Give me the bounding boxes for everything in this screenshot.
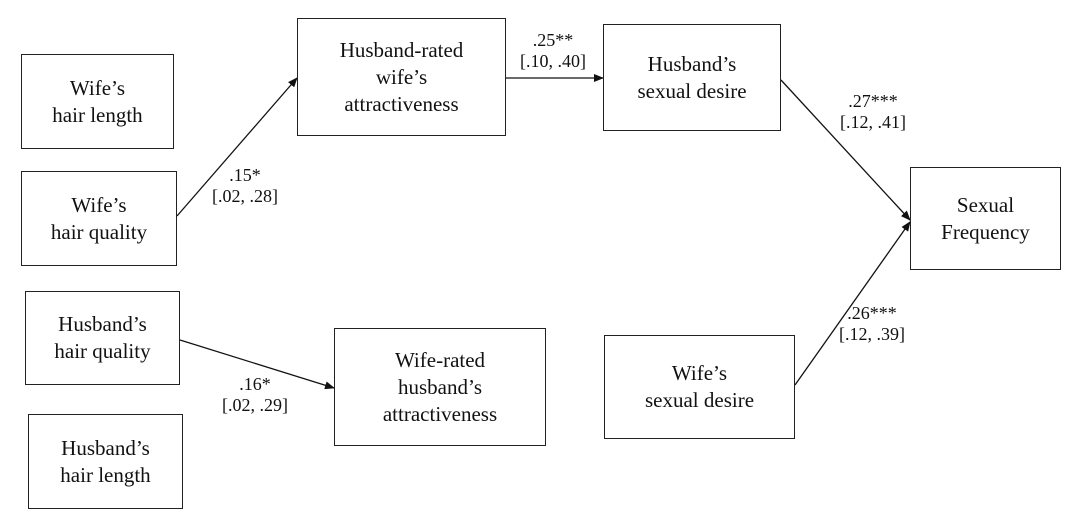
node-sexual-frequency: Sexual Frequency: [910, 167, 1061, 270]
node-text: Frequency: [941, 219, 1030, 244]
path-label-wife-quality-to-husband-rated: .15* [.02, .28]: [212, 165, 278, 207]
node-text: attractiveness: [344, 91, 459, 116]
node-wife-rated-husband-attractiveness: Wife-rated husband’s attractiveness: [334, 328, 546, 446]
arrow-wife-desire-to-frequency: [794, 221, 911, 386]
path-confidence-interval: [.02, .29]: [222, 395, 288, 415]
node-husband-hair-length: Husband’s hair length: [28, 414, 183, 509]
node-wife-hair-length: Wife’s hair length: [21, 54, 174, 149]
node-text: wife’s: [375, 64, 428, 89]
path-coefficient: .27***: [848, 91, 898, 111]
path-confidence-interval: [.02, .28]: [212, 186, 278, 206]
node-text: Husband’s: [58, 312, 147, 336]
path-coefficient: .15*: [229, 165, 261, 185]
node-text: hair length: [60, 462, 151, 487]
node-husband-sexual-desire: Husband’s sexual desire: [603, 24, 781, 131]
node-husband-rated-wife-attractiveness: Husband-rated wife’s attractiveness: [297, 18, 506, 136]
node-text: husband’s: [398, 374, 482, 399]
node-text: attractiveness: [382, 401, 498, 426]
node-text: hair length: [52, 102, 143, 127]
node-text: Husband’s: [647, 51, 737, 76]
node-text: Wife’s: [71, 192, 127, 217]
arrow-wife-quality-to-husband-rated: [176, 77, 298, 217]
path-label-husband-desire-to-frequency: .27*** [.12, .41]: [840, 91, 906, 133]
arrow-husband-desire-to-frequency: [780, 79, 911, 221]
path-confidence-interval: [.12, .41]: [840, 112, 906, 132]
path-confidence-interval: [.12, .39]: [839, 324, 905, 344]
node-text: sexual desire: [637, 78, 747, 103]
node-text: hair quality: [54, 339, 151, 363]
node-text: Wife-rated: [394, 347, 486, 372]
node-wife-hair-quality: Wife’s hair quality: [21, 171, 177, 266]
node-text: Sexual: [956, 192, 1015, 217]
node-text: Husband-rated: [339, 37, 464, 62]
node-text: sexual desire: [644, 388, 755, 412]
path-confidence-interval: [.10, .40]: [520, 51, 586, 71]
node-text: Husband’s: [61, 435, 150, 460]
path-coefficient: .26***: [847, 303, 897, 323]
node-text: Wife’s: [671, 361, 728, 385]
path-coefficient: .25**: [532, 30, 574, 50]
node-text: Wife’s: [69, 75, 126, 100]
path-label-wife-desire-to-frequency: .26*** [.12, .39]: [839, 303, 905, 345]
path-coefficient: .16*: [239, 374, 271, 394]
node-husband-hair-quality: Husband’s hair quality: [25, 291, 180, 385]
arrow-husband-quality-to-wife-rated: [179, 339, 335, 390]
node-wife-sexual-desire: Wife’s sexual desire: [604, 335, 795, 439]
node-text: hair quality: [50, 219, 148, 244]
path-label-husband-quality-to-wife-rated: .16* [.02, .29]: [222, 374, 288, 416]
path-label-husband-rated-to-husband-desire: .25** [.10, .40]: [520, 30, 586, 72]
